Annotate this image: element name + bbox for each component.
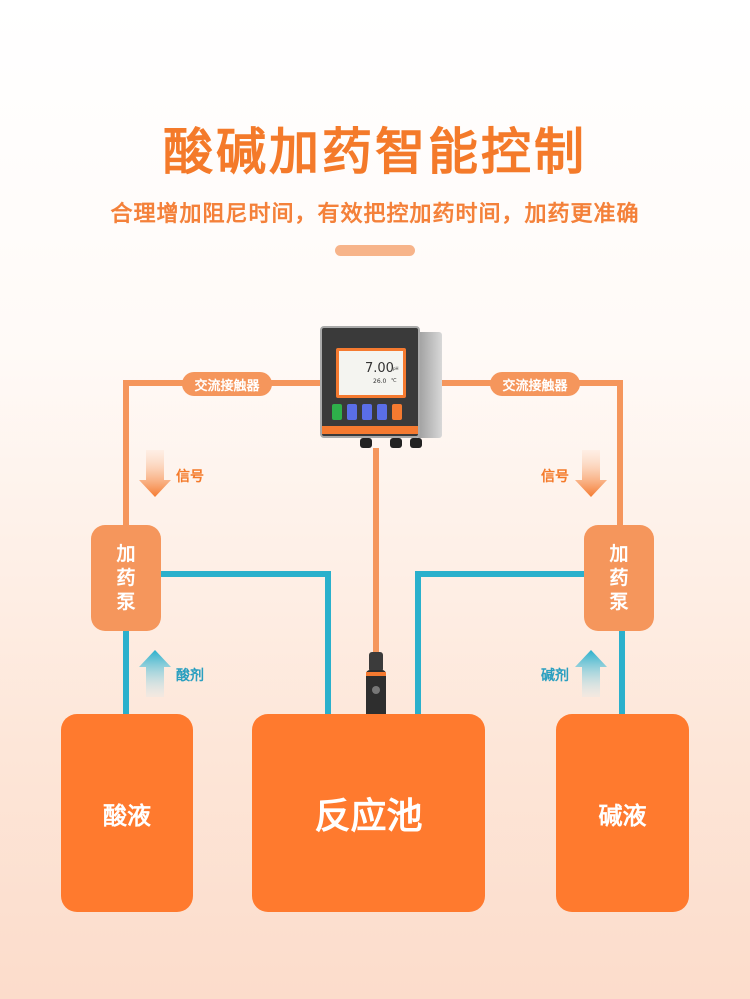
left-button[interactable] (347, 404, 357, 420)
acid-tank: 酸液 (61, 714, 193, 912)
reaction-tank: 反应池 (252, 714, 485, 912)
ph-unit: pH (393, 366, 399, 371)
signal-arrow-right (575, 450, 607, 497)
page-title: 酸碱加药智能控制 (163, 123, 587, 181)
signal-label-left: 信号 (176, 469, 204, 485)
pump-char: 加 (116, 543, 136, 565)
pipe-left-to-reactor (158, 571, 331, 716)
dosing-pump-left: 加 药 泵 (91, 525, 161, 631)
page-subtitle: 合理增加阻尼时间，有效把控加药时间，加药更准确 (110, 202, 640, 227)
right-button[interactable] (377, 404, 387, 420)
contactor-label-left: 交流接触器 (182, 372, 272, 396)
pump-char: 药 (609, 567, 629, 589)
pipe-right-to-reactor (415, 571, 588, 716)
pump-char: 药 (116, 567, 136, 589)
ph-reading: 7.00 (365, 361, 394, 376)
signal-arrow-left (139, 450, 171, 497)
pump-char: 加 (609, 543, 629, 565)
pump-char: 泵 (116, 591, 136, 613)
reagent-label-acid: 酸剂 (176, 668, 204, 684)
temp-reading: 26.0 (373, 378, 387, 385)
reagent-arrow-right (575, 650, 607, 697)
contactor-label-right: 交流接触器 (490, 372, 580, 396)
menu-button[interactable] (332, 404, 342, 420)
pump-char: 泵 (609, 591, 629, 613)
signal-label-right: 信号 (541, 469, 569, 485)
ph-controller-device: 7.00 pH 26.0 ℃ (320, 326, 442, 450)
reagent-label-base: 碱剂 (541, 668, 569, 684)
dosing-pump-right: 加 药 泵 (584, 525, 654, 631)
temp-unit: ℃ (391, 378, 397, 384)
base-tank: 碱液 (556, 714, 689, 912)
enter-button[interactable] (392, 404, 402, 420)
divider-bar (335, 245, 415, 256)
reagent-arrow-left (139, 650, 171, 697)
up-button[interactable] (362, 404, 372, 420)
